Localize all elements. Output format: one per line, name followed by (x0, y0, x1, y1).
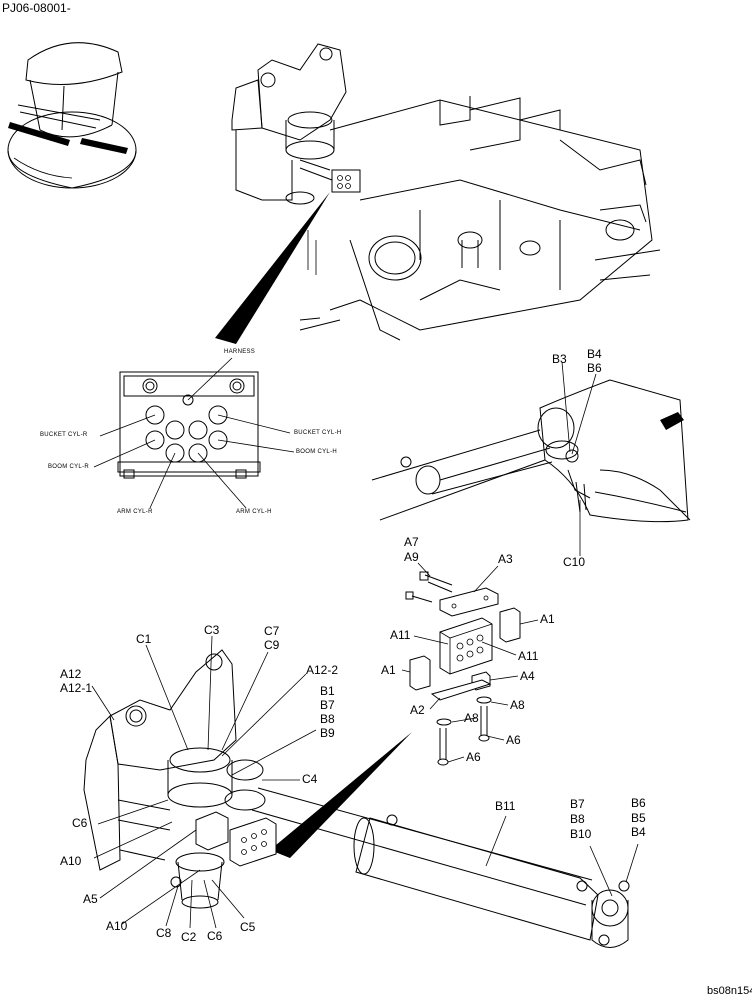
callout-b4-right: B4 (631, 825, 646, 839)
callout-c9: C9 (264, 638, 280, 652)
label-bucket-cyl-h: BUCKET CYL-H (294, 430, 342, 436)
callout-a12-2: A12-2 (306, 663, 339, 677)
callout-a8-left: A8 (464, 711, 479, 725)
label-boom-cyl-h: BOOM CYL-H (296, 449, 338, 455)
upper-frame-assembly (231, 43, 661, 341)
callout-b7: B7 (320, 698, 335, 712)
callout-c3: C3 (204, 623, 220, 637)
label-arm-cyl-h: ARM CYL-H (236, 509, 272, 515)
callout-c1: C1 (136, 632, 152, 646)
callout-b9: B9 (320, 726, 335, 740)
callout-a10-lower: A10 (106, 919, 128, 933)
callout-b5: B5 (631, 811, 646, 825)
callout-b7-right: B7 (570, 797, 585, 811)
callout-b1: B1 (320, 684, 335, 698)
callout-c8: C8 (156, 926, 172, 940)
callout-a1-left: A1 (381, 663, 396, 677)
callout-a5: A5 (83, 892, 98, 906)
callout-c7: C7 (264, 624, 280, 638)
callout-a7: A7 (404, 535, 419, 549)
callout-b11: B11 (495, 799, 516, 813)
detail-leader-wedge (215, 192, 330, 344)
excavator-thumbnail (7, 42, 137, 189)
callout-a6: A6 (506, 733, 521, 747)
callout-a4: A4 (520, 669, 535, 683)
callout-a2: A2 (410, 703, 425, 717)
label-arm-cyl-r: ARM CYL-R (117, 509, 153, 515)
callout-a12: A12 (60, 667, 82, 681)
callout-a9: A9 (404, 550, 419, 564)
callout-c10: C10 (563, 555, 586, 569)
callout-c5: C5 (240, 920, 256, 934)
callout-a6-lower: A6 (466, 750, 481, 764)
callout-c2: C2 (181, 930, 197, 944)
callout-b10: B10 (570, 827, 592, 841)
callout-b4: B4 (587, 347, 602, 361)
callout-c4: C4 (302, 772, 318, 786)
swing-post-detail (83, 635, 639, 948)
callout-a1: A1 (540, 612, 555, 626)
callout-b3: B3 (552, 352, 567, 366)
figure-id: bs08n154 (707, 985, 752, 997)
callout-a10: A10 (60, 854, 82, 868)
callout-a12-1: A12-1 (60, 681, 93, 695)
exploded-manifold-parts (401, 562, 539, 766)
label-harness: HARNESS (224, 349, 256, 355)
callout-a8: A8 (510, 698, 525, 712)
detail-leader-wedge (270, 732, 412, 858)
callout-b8: B8 (320, 712, 335, 726)
callout-b6: B6 (587, 361, 602, 375)
label-bucket-cyl-r: BUCKET CYL-R (40, 432, 88, 438)
callout-a11: A11 (390, 628, 411, 642)
callout-c6-lower: C6 (207, 929, 223, 943)
manifold-detail (93, 357, 295, 509)
document-id: PJ06-08001- (2, 1, 71, 15)
label-boom-cyl-r: BOOM CYL-R (48, 464, 90, 470)
callout-b8-right: B8 (570, 812, 585, 826)
callout-c6: C6 (72, 816, 88, 830)
cylinder-pin-detail (371, 361, 691, 556)
callout-a3: A3 (498, 552, 513, 566)
callout-a11-right: A11 (518, 649, 539, 663)
callout-b6-right: B6 (631, 796, 646, 810)
